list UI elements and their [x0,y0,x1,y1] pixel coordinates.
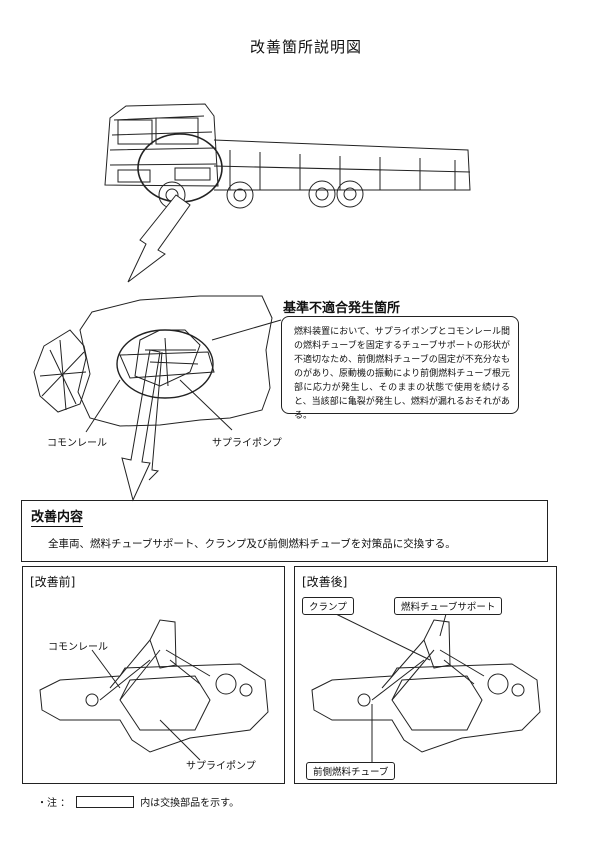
improvement-text: 全車両、燃料チューブサポート、クランプ及び前側燃料チューブを対策品に交換する。 [48,538,456,550]
after-label-front-tube: 前側燃料チューブ [306,762,396,780]
label-common-rail: コモンレール [47,438,107,449]
before-engine-illustration [39,619,269,761]
improvement-heading: 改善内容 [31,506,84,527]
improvement-box [21,500,548,562]
footnote-text: 内は交換部品を示す。 [140,798,240,809]
truck-illustration [104,103,471,209]
nonconformity-description: 燃料装置において、サプライポンプとコモンレール間の燃料チューブを固定するチューブ… [281,316,519,421]
before-label-supply-pump: サプライポンプ [186,761,256,772]
before-panel [22,566,285,784]
replacement-part-swatch [76,795,135,808]
after-engine-illustration [311,613,541,762]
page-title: 改善箇所説明図 [249,38,362,56]
footnote-prefix: ・注 ： [37,798,71,809]
engine-compartment-illustration [33,295,273,433]
arrow-down-1 [127,194,191,283]
footnote: ・注 ： 内は交換部品を示す。 [37,794,239,809]
after-label-clamp: クランプ [302,597,354,615]
before-label-common-rail: コモンレール [48,642,108,653]
nonconformity-heading: 基準不適合発生箇所 [283,301,401,316]
after-label-tube-support: 燃料チューブサポート [394,597,503,615]
after-panel [294,566,557,784]
label-supply-pump: サプライポンプ [212,438,282,449]
before-title: [改善前] [30,575,76,589]
after-title: [改善後] [302,575,348,589]
nonconformity-pointer [211,319,282,341]
